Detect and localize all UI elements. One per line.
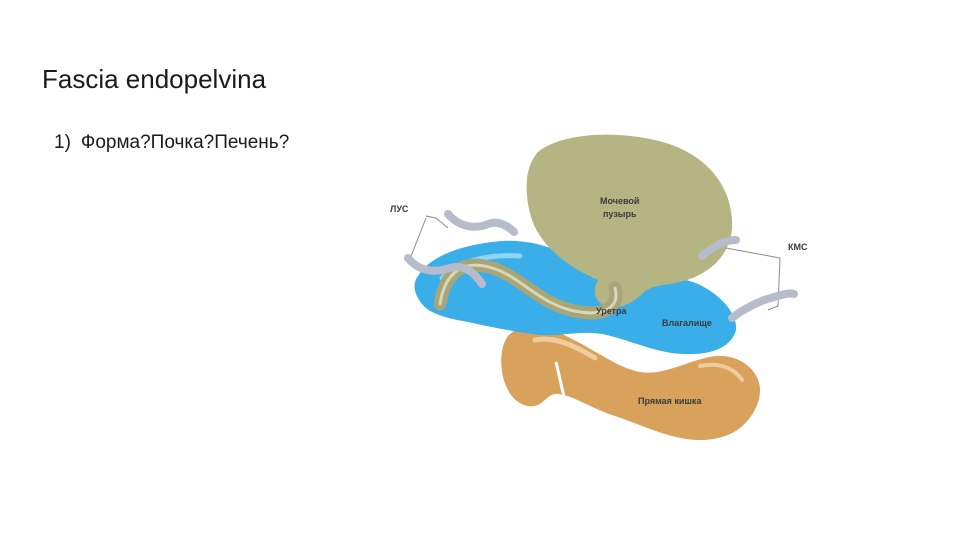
- urethra-highlight: [438, 263, 618, 315]
- lus-ligament-lower: [404, 254, 486, 288]
- kms-leader-lines: [725, 247, 781, 311]
- bladder-label-line2: пузырь: [603, 209, 637, 219]
- rectum-notch: [554, 361, 568, 405]
- pelvic-anatomy-diagram: ЛУС КМС Мочевой пузырь Уретра Влагалище …: [390, 134, 808, 440]
- lus-ligament-upper: [444, 210, 518, 236]
- list-item: 1) Форма?Почка?Печень?: [54, 132, 289, 154]
- lus-label: ЛУС: [390, 204, 409, 214]
- rectum-shape: [501, 326, 760, 440]
- kms-ligament-lower: [728, 289, 798, 322]
- rectum-highlight-2: [698, 362, 744, 382]
- list-item-text: Форма?Почка?Печень?: [80, 132, 290, 153]
- rectum-label: Прямая кишка: [638, 396, 702, 406]
- slide-list: 1) Форма?Почка?Печень?: [54, 132, 289, 154]
- ligaments: [404, 210, 798, 322]
- slide-title: Fascia endopelvina: [42, 64, 267, 94]
- rectum-highlight: [532, 336, 598, 361]
- bladder-shape: [526, 134, 733, 308]
- urethra-label: Уретра: [596, 306, 628, 316]
- bladder-label-line1: Мочевой: [600, 196, 639, 206]
- vagina-label: Влагалище: [662, 318, 712, 328]
- list-item-number: 1): [54, 132, 71, 153]
- kms-ligament-upper: [698, 236, 740, 260]
- kms-label: КМС: [788, 242, 808, 252]
